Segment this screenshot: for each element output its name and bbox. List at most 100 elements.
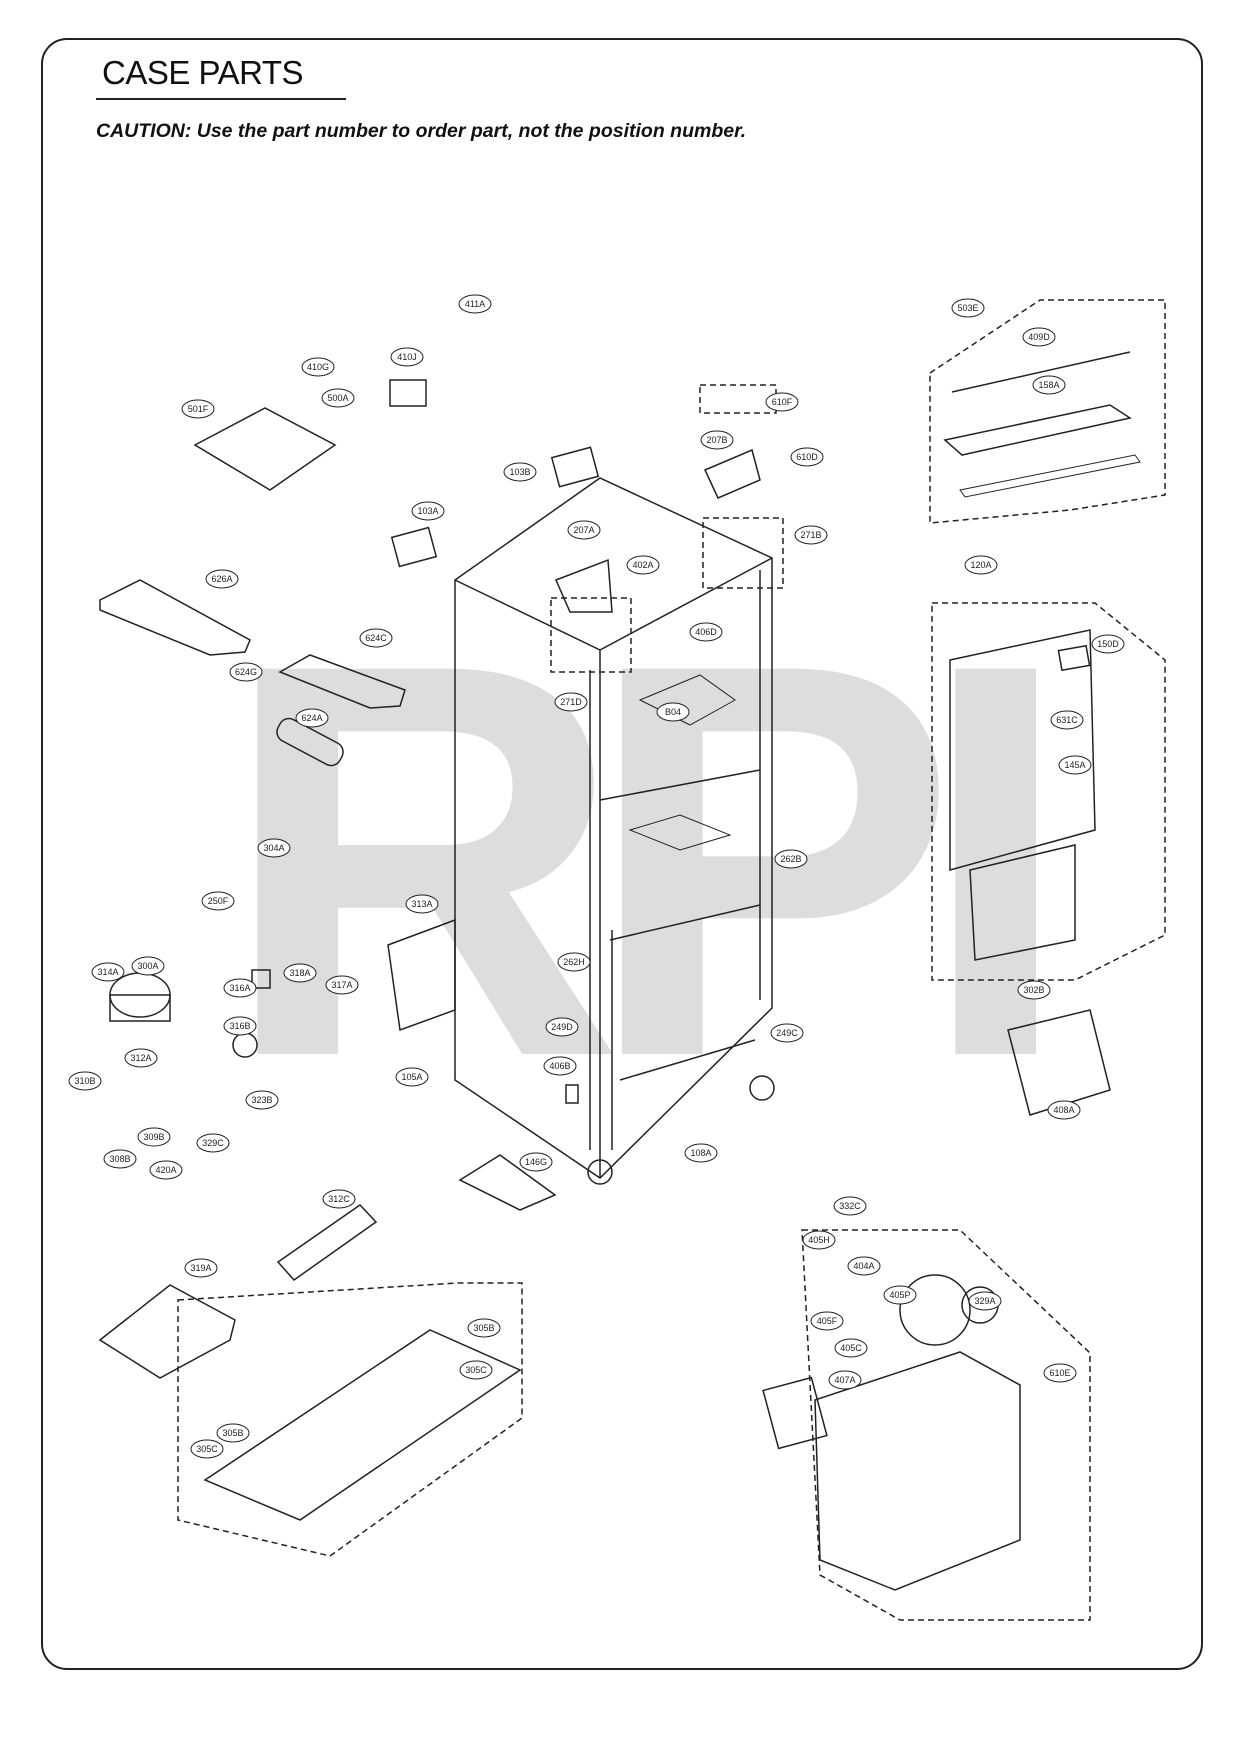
part-label-271d: 271D: [554, 692, 588, 712]
caution-note: CAUTION: Use the part number to order pa…: [96, 120, 747, 142]
label-bubble: [245, 1090, 279, 1110]
part-number: 404A: [853, 1261, 874, 1271]
part-label-317a: 317A: [325, 975, 359, 995]
part-label-624c: 624C: [359, 628, 393, 648]
part-label-610d: 610D: [790, 447, 824, 467]
label-bubble: [557, 952, 591, 972]
label-bubble: [545, 1017, 579, 1037]
label-bubble: [765, 392, 799, 412]
part-label-610f: 610F: [765, 392, 799, 412]
label-bubble: [883, 1285, 917, 1305]
part-number: 105A: [401, 1072, 422, 1082]
label-bubble: [201, 891, 235, 911]
panel-313a-graphic: [387, 918, 456, 1032]
page-border: [41, 38, 1203, 1670]
part-label-316a: 316A: [223, 978, 257, 998]
label-bubble: [802, 1230, 836, 1250]
part-number: 316B: [229, 1021, 250, 1031]
part-number: 408A: [1053, 1105, 1074, 1115]
part-label-312a: 312A: [124, 1048, 158, 1068]
watermark: RPI: [220, 547, 1073, 1173]
label-bubble: [325, 975, 359, 995]
label-bubble: [223, 1016, 257, 1036]
part-number: 624A: [301, 713, 322, 723]
label-bubble: [216, 1423, 250, 1443]
panel-graphic: [949, 629, 1096, 871]
label-bubble: [405, 894, 439, 914]
part-label-b04: B04: [656, 702, 690, 722]
handle-graphic: [458, 1154, 557, 1211]
part-number: 405H: [808, 1235, 830, 1245]
part-number: 624C: [365, 633, 387, 643]
part-label-305c: 305C: [459, 1360, 493, 1380]
base-plate-box: [177, 1282, 523, 1557]
part-number: 410G: [307, 362, 329, 372]
label-bubble: [459, 1360, 493, 1380]
label-bubble: [223, 978, 257, 998]
label-bubble: [390, 347, 424, 367]
part-number: 308B: [109, 1154, 130, 1164]
part-label-405p: 405P: [883, 1285, 917, 1305]
part-number: 624G: [235, 667, 257, 677]
part-number: 610F: [772, 397, 793, 407]
part-number: 262B: [780, 854, 801, 864]
fan-assembly-box: [801, 1229, 1091, 1621]
part-number: 317A: [331, 980, 352, 990]
part-label-624a: 624A: [295, 708, 329, 728]
label-bubble: [700, 430, 734, 450]
part-number: 500A: [327, 393, 348, 403]
part-number: 409D: [1028, 332, 1050, 342]
part-number: 610D: [796, 452, 818, 462]
part-label-503e: 503E: [951, 298, 985, 318]
part-label-323b: 323B: [245, 1090, 279, 1110]
label-bubble: [301, 357, 335, 377]
part-number: 405F: [817, 1316, 838, 1326]
label-bubble: [626, 555, 660, 575]
part-label-318a: 318A: [283, 963, 317, 983]
part-label-305b2: 305B: [216, 1423, 250, 1443]
part-label-420a: 420A: [149, 1160, 183, 1180]
label-bubble: [828, 1370, 862, 1390]
label-bubble: [137, 1127, 171, 1147]
part-label-312c: 312C: [322, 1189, 356, 1209]
part-label-150d: 150D: [1091, 634, 1125, 654]
part-number: 329C: [202, 1138, 224, 1148]
label-bubble: [295, 708, 329, 728]
label-bubble: [283, 963, 317, 983]
part-label-103b: 103B: [503, 462, 537, 482]
label-bubble: [467, 1318, 501, 1338]
part-label-407a: 407A: [828, 1370, 862, 1390]
label-bubble: [321, 388, 355, 408]
part-label-108a: 108A: [684, 1143, 718, 1163]
part-number: 313A: [411, 899, 432, 909]
part-number: 302B: [1023, 985, 1044, 995]
part-labels: 411A410G410J500A501F103B103A610F207B610D…: [68, 294, 1125, 1459]
label-bubble: [543, 1056, 577, 1076]
part-label-250f: 250F: [201, 891, 235, 911]
part-label-305c2: 305C: [190, 1439, 224, 1459]
part-label-302b: 302B: [1017, 980, 1051, 1000]
part-number: 329A: [974, 1296, 995, 1306]
part-label-249c: 249C: [770, 1023, 804, 1043]
label-bubble: [322, 1189, 356, 1209]
part-label-411a: 411A: [458, 294, 492, 314]
label-bubble: [1058, 755, 1092, 775]
part-number: 312A: [130, 1053, 151, 1063]
label-bubble: [684, 1143, 718, 1163]
part-number: 207A: [573, 525, 594, 535]
part-number: 300A: [137, 961, 158, 971]
label-bubble: [181, 399, 215, 419]
bracket-graphic: [99, 579, 251, 656]
part-label-501f: 501F: [181, 399, 215, 419]
label-bubble: [847, 1256, 881, 1276]
part-label-105a: 105A: [395, 1067, 429, 1087]
part-number: 332C: [839, 1201, 861, 1211]
part-number: 158A: [1038, 380, 1059, 390]
label-bubble: [567, 520, 601, 540]
cover-strip-graphic: [276, 1204, 378, 1281]
part-number: 318A: [289, 968, 310, 978]
label-bubble: [1043, 1363, 1077, 1383]
part-number: 406B: [549, 1061, 570, 1071]
label-bubble: [1017, 980, 1051, 1000]
part-label-406b: 406B: [543, 1056, 577, 1076]
